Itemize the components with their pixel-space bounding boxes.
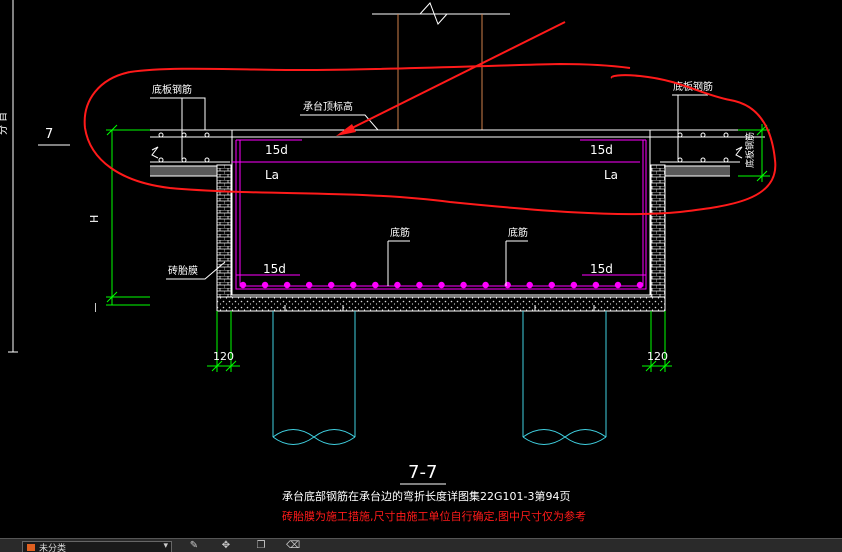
red-markup-outline: [83, 71, 777, 216]
bottom-bar-dot: [239, 281, 247, 289]
pen-icon[interactable]: ✎: [189, 540, 199, 551]
dim-120-right-label: 120: [647, 350, 668, 363]
bottom-bar-dot: [548, 281, 555, 289]
label-la-top-left: La: [265, 168, 279, 182]
bottom-bar-dot: [350, 281, 357, 289]
label-la-top-right: La: [604, 168, 618, 182]
side-rebar-vertical-label: 底板钢筋: [744, 132, 756, 168]
cushion-layer: [216, 296, 666, 312]
section-drawing: 分 目 7 H |: [0, 0, 777, 523]
bottom-bar-dot: [504, 281, 511, 289]
bottom-bar-dot: [328, 281, 335, 289]
label-15d-top-right: 15d: [590, 143, 613, 157]
brick-wall-left: [216, 164, 232, 298]
svg-text:|: |: [94, 303, 97, 313]
level-mark: 7: [45, 127, 53, 142]
chevron-down-icon[interactable]: ▾: [163, 541, 168, 551]
layer-select-label: 未分类: [39, 544, 67, 552]
dimension-120-right: 120: [642, 311, 672, 372]
label-brick-formwork: 砖胎膜: [168, 264, 198, 277]
left-edge-vertical-text: 分 目: [0, 112, 9, 135]
bottom-plate: [150, 129, 765, 177]
bottom-bar-dot: [416, 281, 423, 289]
bottom-bar-dot: [482, 281, 489, 289]
red-arrow-head: [336, 124, 356, 136]
label-15d-bottom-left: 15d: [263, 262, 286, 276]
move-icon[interactable]: ✥: [221, 540, 231, 551]
bottom-bar-dot: [372, 281, 379, 289]
section-title: 7-7: [408, 462, 437, 483]
pile-cap: [231, 130, 651, 296]
bottom-bar-dot: [570, 281, 578, 289]
erase-icon[interactable]: ⌫: [286, 540, 301, 551]
bottom-bar-dot: [305, 281, 313, 289]
label-15d-bottom-right: 15d: [590, 262, 613, 276]
bottom-bar-dot: [394, 281, 401, 289]
layer-color-swatch: [27, 544, 35, 551]
layer-select[interactable]: 未分类 ▾: [22, 541, 172, 552]
bottom-bar-dot: [438, 281, 445, 289]
bottom-bar-dot: [636, 281, 644, 289]
label-bottom-plate-rebar-right: 底板钢筋: [673, 80, 713, 93]
pile-right: [522, 311, 607, 445]
bottom-toolbar: 未分类 ▾ ✎ ✥ ❐ ⌫: [0, 538, 842, 552]
dimension-120-left: 120: [207, 311, 240, 372]
dimension-H: H |: [88, 124, 150, 313]
label-bottom-rebar-2: 底筋: [508, 226, 528, 239]
bottom-bar-dot: [592, 281, 600, 289]
caption-note-red: 砖胎膜为施工措施,尺寸由施工单位自行确定,图中尺寸仅为参考: [282, 509, 586, 523]
brick-wall-right: [650, 164, 666, 298]
bottom-bar-dot: [614, 281, 622, 289]
label-15d-top-left: 15d: [265, 143, 288, 157]
bottom-bar-dot: [526, 281, 533, 289]
bottom-bars: [239, 281, 644, 289]
rebar-cage: [232, 139, 647, 290]
side-rebar-dimension: 底板钢筋: [738, 124, 770, 182]
label-bottom-rebar-1: 底筋: [390, 226, 410, 239]
red-arrow-shaft: [339, 21, 566, 135]
pile-left: [272, 311, 356, 445]
dim-H-label: H: [88, 215, 101, 223]
bottom-bar-dot: [283, 281, 291, 289]
caption-note-main: 承台底部钢筋在承台边的弯折长度详图集22G101-3第94页: [282, 489, 570, 503]
red-markup-top: [129, 62, 631, 73]
label-bottom-plate-rebar-left: 底板钢筋: [152, 83, 192, 96]
column: [372, 2, 510, 130]
bottom-bar-dot: [460, 281, 467, 289]
copy-icon[interactable]: ❐: [256, 540, 266, 551]
label-cap-top-elevation: 承台顶标高: [303, 100, 353, 113]
dim-120-left-label: 120: [213, 350, 234, 363]
bottom-bar-dot: [261, 281, 269, 289]
